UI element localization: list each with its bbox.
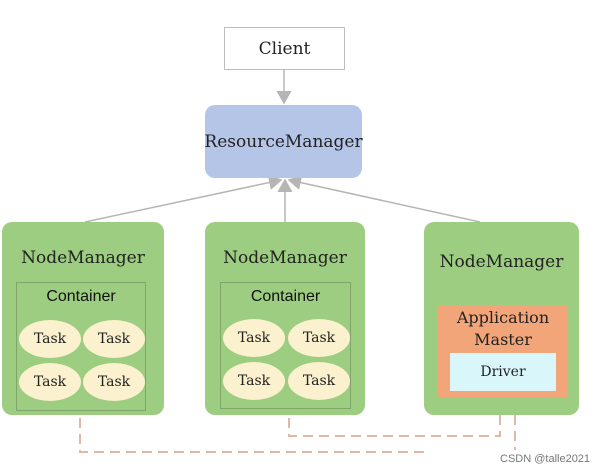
task-ellipse: Task (19, 320, 81, 358)
task-to-am-dashed-line-inner (288, 414, 501, 437)
application-master-box: Application Master Driver (438, 305, 568, 398)
container-label: Container (250, 288, 321, 305)
task-ellipse: Task (223, 319, 285, 357)
task-to-am-dashed-line-outer (79, 414, 516, 453)
task-label: Task (302, 373, 336, 389)
node-manager-1: NodeManager Container Task Task Task Tas… (2, 222, 164, 415)
task-ellipse: Task (223, 362, 285, 400)
resource-manager-label: ResourceManager (204, 131, 363, 152)
node-manager-2-container: Container Task Task Task Task (220, 282, 351, 409)
node-manager-3: NodeManager Application Master Driver (424, 222, 579, 415)
client-box: Client (224, 27, 345, 70)
container-label: Container (46, 288, 116, 305)
task-ellipse: Task (288, 362, 350, 400)
task-label: Task (33, 374, 67, 390)
task-ellipse: Task (19, 363, 81, 401)
application-master-label-line2: Master (474, 330, 532, 349)
watermark-background (424, 450, 600, 472)
node-manager-3-title: NodeManager (439, 252, 564, 272)
task-label: Task (237, 373, 271, 389)
task-label: Task (97, 374, 131, 390)
node-manager-1-container: Container Task Task Task Task (16, 282, 146, 411)
node-manager-1-title: NodeManager (21, 248, 145, 268)
node3-to-rm-arrow (287, 175, 481, 223)
task-ellipse: Task (288, 319, 350, 357)
resource-manager-box: ResourceManager (204, 105, 363, 178)
application-master-label-line1: Application (456, 308, 550, 327)
task-ellipse: Task (83, 363, 145, 401)
task-ellipse: Task (83, 320, 145, 358)
task-label: Task (97, 331, 131, 347)
node1-to-rm-arrow (84, 175, 283, 223)
client-label: Client (258, 38, 311, 59)
task-label: Task (302, 330, 336, 346)
node-manager-2-title: NodeManager (223, 248, 347, 268)
task-label: Task (33, 331, 67, 347)
node-manager-2: NodeManager Container Task Task Task Tas… (205, 222, 365, 415)
task-label: Task (237, 330, 271, 346)
watermark-text: CSDN @talle2021 (500, 453, 591, 465)
driver-box: Driver (450, 353, 556, 391)
driver-label: Driver (480, 364, 526, 380)
